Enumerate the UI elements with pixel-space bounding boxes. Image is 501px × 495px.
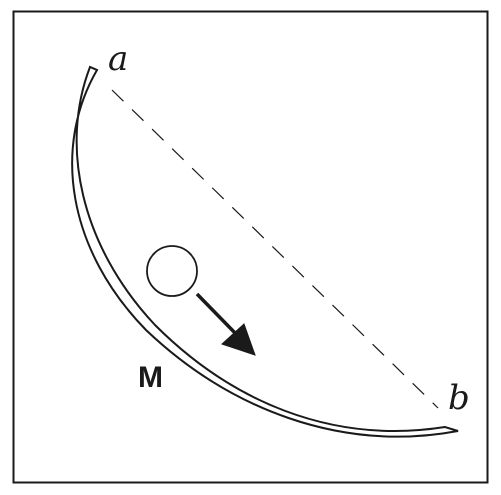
curved-track: [71, 65, 459, 438]
ball: [146, 245, 198, 297]
label-b: b: [448, 378, 470, 418]
figure-frame: [12, 10, 489, 484]
motion-arrow-shaft: [195, 292, 239, 337]
label-m: M: [138, 361, 163, 394]
label-a: a: [108, 39, 128, 79]
chord-ab-dashed: [111, 89, 439, 409]
motion-arrow-head: [221, 323, 256, 356]
